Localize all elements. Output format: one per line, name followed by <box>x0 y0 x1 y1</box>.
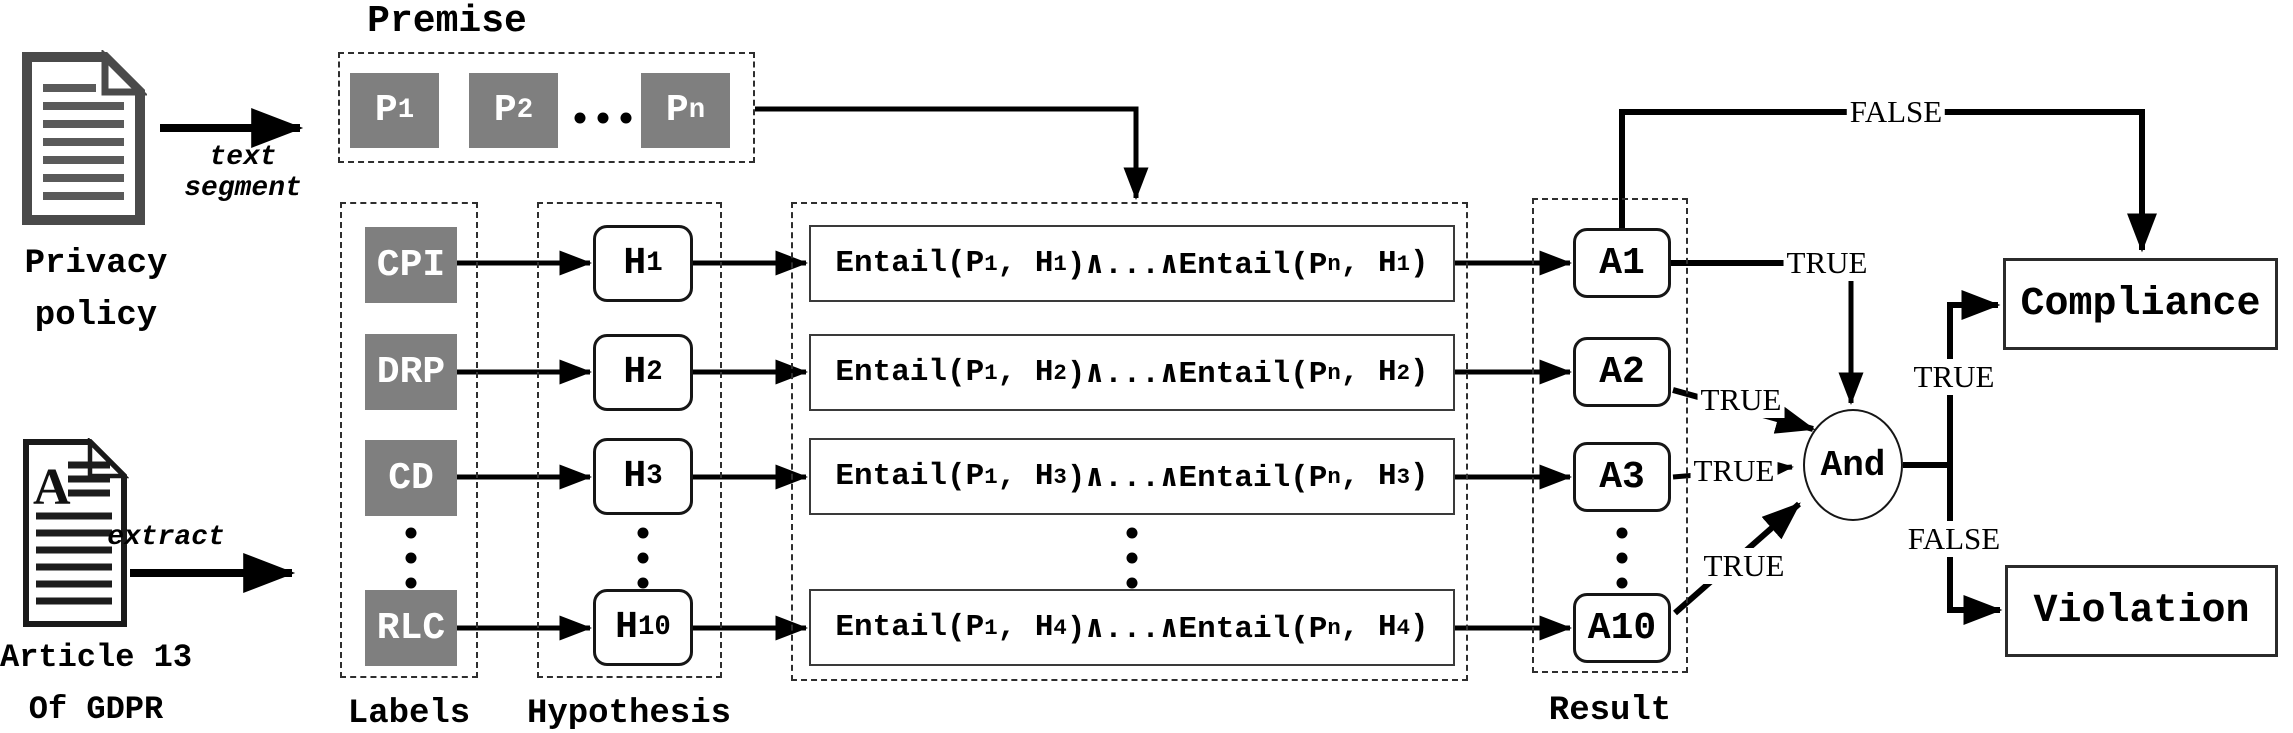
privacy-policy-doc-icon <box>22 50 147 225</box>
gdpr-caption-line2: Of GDPR <box>28 691 164 728</box>
result-ellipsis-dots <box>1616 527 1628 589</box>
violation-box: Violation <box>2005 565 2278 657</box>
result-caption: Result <box>1548 692 1672 730</box>
privacy-doc-caption: Privacy policy <box>25 238 168 342</box>
gdpr-doc-caption: Article 13 Of GDPR <box>0 632 192 733</box>
hypothesis-ellipsis-dots <box>637 527 649 589</box>
labels-group-box <box>340 202 478 678</box>
premise-group-box <box>338 52 755 163</box>
labels-ellipsis-dots <box>405 527 417 589</box>
label-node-cpi: CPI <box>365 227 457 303</box>
and-true-label: TRUE <box>1910 359 1998 395</box>
entail-ellipsis-dots <box>1126 527 1138 589</box>
and-true-to-compliance-arrow <box>1947 290 2001 465</box>
entailment-group-box <box>791 202 1468 681</box>
hypothesis-caption: Hypothesis <box>526 695 732 733</box>
false-bypass-label: FALSE <box>1846 94 1946 130</box>
labels-caption: Labels <box>347 695 471 733</box>
and-false-to-violation-arrow <box>1947 465 2003 625</box>
and-false-label: FALSE <box>1904 521 2004 557</box>
premise-ellipsis-dots <box>574 112 632 124</box>
a2-true-label: TRUE <box>1697 382 1785 418</box>
gdpr-doc-icon: A <box>23 438 129 627</box>
a1-false-to-compliance-arrow <box>1619 109 2157 253</box>
result-node-a2: A2 <box>1573 337 1671 407</box>
svg-text:A: A <box>33 459 71 516</box>
gdpr-caption-line1: Article 13 <box>0 639 193 676</box>
a3-true-label: TRUE <box>1690 453 1778 489</box>
extract-label: extract <box>107 522 225 553</box>
label-node-drp: DRP <box>365 334 457 410</box>
result-group-box <box>1532 198 1688 673</box>
label-node-rlc: RLC <box>365 590 457 666</box>
premise-title: Premise <box>367 0 527 43</box>
text-segment-label: text segment <box>184 142 302 204</box>
hypothesis-group-box <box>537 202 722 678</box>
privacy-caption-line2: policy <box>34 297 158 335</box>
result-node-a10: A10 <box>1573 593 1671 663</box>
compliance-box: Compliance <box>2003 258 2278 350</box>
a1-true-label: TRUE <box>1783 245 1871 281</box>
label-node-cd: CD <box>365 440 457 516</box>
and-gate: And <box>1803 409 1903 521</box>
text-segment-label-line2: segment <box>184 173 302 204</box>
result-node-a3: A3 <box>1573 442 1671 512</box>
premise-to-entail-arrow <box>755 106 1149 201</box>
privacy-caption-line1: Privacy <box>24 245 168 283</box>
text-segment-label-line1: text <box>209 142 277 173</box>
a10-true-label: TRUE <box>1700 548 1788 584</box>
result-node-a1: A1 <box>1573 228 1671 298</box>
